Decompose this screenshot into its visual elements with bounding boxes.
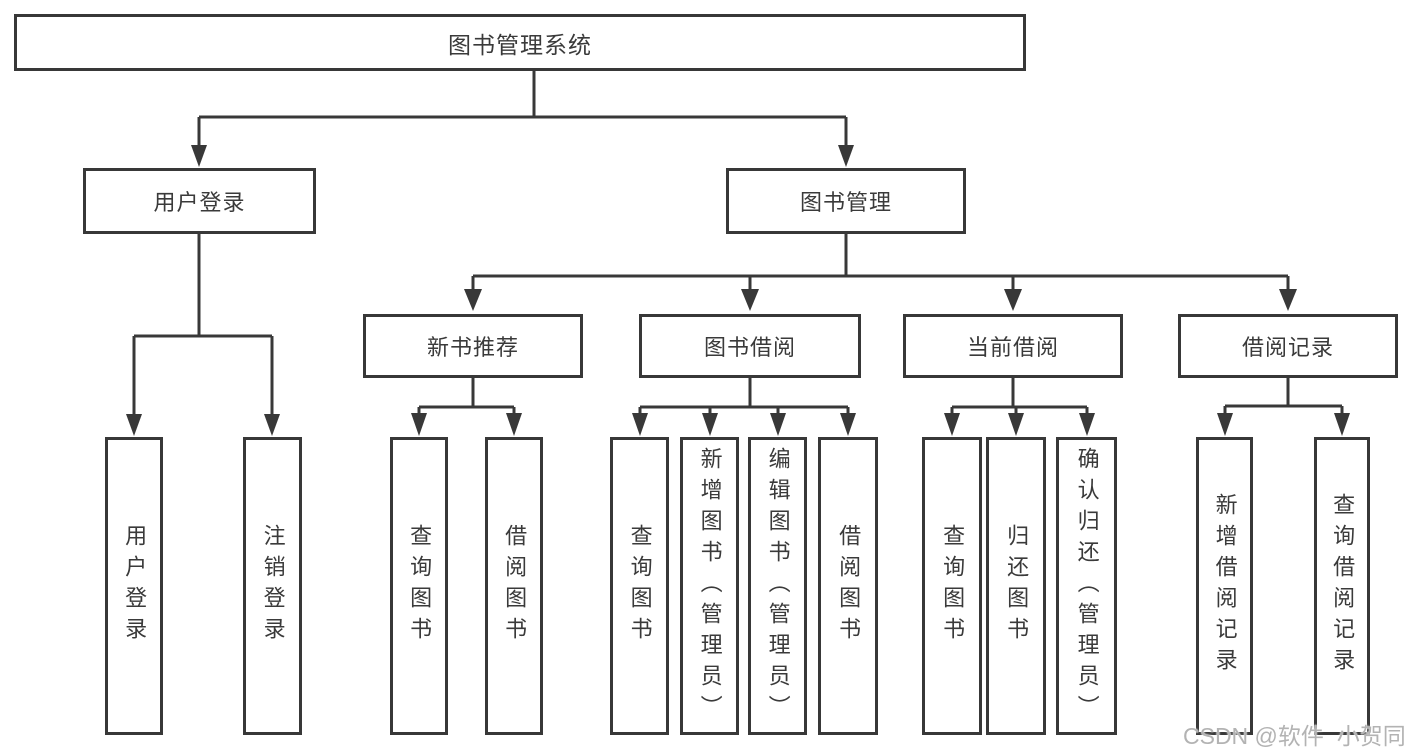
- leaf-label: 注销登录: [260, 524, 286, 648]
- node-book-management: 图书管理: [726, 168, 966, 234]
- connector-new-book-children: [411, 378, 522, 436]
- leaf-user-login: 用户登录: [105, 437, 163, 735]
- node-label: 图书管理系统: [448, 31, 592, 58]
- leaf-label: 新增借阅记录: [1212, 493, 1238, 679]
- node-book-borrow: 图书借阅: [639, 314, 861, 378]
- leaf-label: 编辑图书（管理员）: [765, 446, 791, 726]
- connector-current-borrow-children: [944, 378, 1095, 436]
- connector-user-login-children: [126, 233, 280, 436]
- leaf-label: 归还图书: [1004, 524, 1030, 648]
- node-label: 当前借阅: [966, 335, 1059, 360]
- leaf-label: 查询图书: [627, 524, 653, 648]
- leaf-add-books-admin: 新增图书（管理员）: [680, 437, 739, 735]
- leaf-label: 查询图书: [407, 524, 433, 648]
- node-user-login: 用户登录: [83, 168, 316, 234]
- leaf-query-books-recommend: 查询图书: [390, 437, 448, 735]
- leaf-return-books: 归还图书: [986, 437, 1046, 735]
- leaf-confirm-return-admin: 确认归还（管理员）: [1056, 437, 1117, 735]
- node-current-borrow: 当前借阅: [903, 314, 1123, 378]
- connector-root-to-level2: [191, 70, 854, 167]
- leaf-label: 用户登录: [122, 524, 148, 648]
- node-library-system: 图书管理系统: [14, 14, 1026, 71]
- leaf-label: 查询图书: [940, 524, 966, 648]
- leaf-label: 查询借阅记录: [1330, 493, 1356, 679]
- leaf-query-books-borrow: 查询图书: [610, 437, 669, 735]
- node-label: 用户登录: [153, 190, 246, 215]
- node-label: 图书管理: [799, 190, 892, 215]
- leaf-add-borrow-record: 新增借阅记录: [1196, 437, 1253, 735]
- leaf-label: 借阅图书: [836, 524, 862, 648]
- node-label: 借阅记录: [1241, 335, 1334, 360]
- connector-book-management-children: [464, 233, 1297, 311]
- leaf-query-books-current: 查询图书: [922, 437, 982, 735]
- leaf-label: 确认归还（管理员）: [1074, 446, 1100, 726]
- csdn-watermark: CSDN @软件_小贺同学: [1183, 723, 1405, 747]
- node-borrow-records: 借阅记录: [1178, 314, 1398, 378]
- connector-book-borrow-children: [632, 378, 856, 436]
- node-label: 图书借阅: [703, 335, 796, 360]
- leaf-label: 借阅图书: [502, 524, 528, 648]
- leaf-logout: 注销登录: [243, 437, 302, 735]
- leaf-borrow-books: 借阅图书: [818, 437, 878, 735]
- leaf-query-borrow-record: 查询借阅记录: [1314, 437, 1370, 735]
- node-new-book-recommend: 新书推荐: [363, 314, 583, 378]
- leaf-edit-books-admin: 编辑图书（管理员）: [748, 437, 807, 735]
- leaf-borrow-books-recommend: 借阅图书: [485, 437, 543, 735]
- connector-borrow-records-children: [1217, 378, 1350, 436]
- leaf-label: 新增图书（管理员）: [697, 446, 723, 726]
- node-label: 新书推荐: [426, 335, 519, 360]
